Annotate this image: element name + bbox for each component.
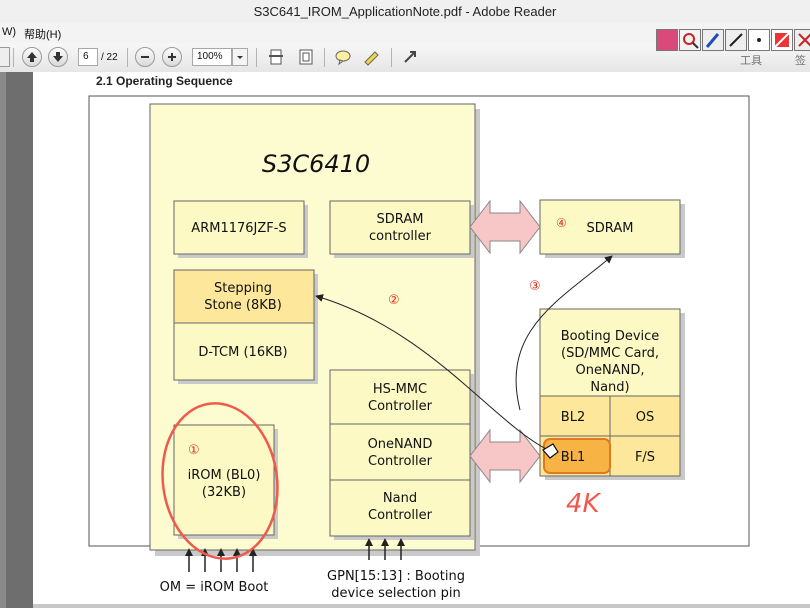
magnifier-icon[interactable] bbox=[679, 29, 701, 51]
sdram-controller-box bbox=[329, 200, 471, 255]
expand-button[interactable] bbox=[400, 47, 420, 67]
zoom-level-input[interactable]: 100% bbox=[192, 48, 232, 66]
step-1-marker: ① bbox=[188, 443, 200, 458]
irom-annotation-circle bbox=[161, 402, 279, 560]
arm-core-label: ARM1176JZF-S bbox=[191, 221, 286, 236]
irom-box bbox=[173, 424, 275, 536]
navigation-pane-edge[interactable] bbox=[0, 72, 6, 608]
bl1-highlight bbox=[543, 438, 611, 474]
handwritten-note: 4K bbox=[566, 489, 602, 519]
stepping-stone-label-2: Stone (8KB) bbox=[204, 298, 282, 313]
dtcm-label: D-TCM (16KB) bbox=[198, 345, 287, 360]
boot-device-bus-arrow bbox=[469, 428, 541, 484]
page-number-input[interactable]: 6 bbox=[78, 48, 98, 66]
fit-page-button[interactable] bbox=[296, 47, 316, 67]
toolbar-divider bbox=[13, 48, 14, 67]
fs-label: F/S bbox=[635, 450, 655, 465]
zoom-in-button[interactable] bbox=[162, 47, 182, 67]
sdram-label: SDRAM bbox=[587, 221, 634, 236]
os-label: OS bbox=[636, 410, 654, 425]
step-2-arrow bbox=[315, 294, 549, 451]
bl1-label: BL1 bbox=[561, 450, 585, 465]
booting-device-label-4: Nand) bbox=[590, 380, 629, 395]
gpn-label-1: GPN[15:13] : Booting bbox=[327, 569, 465, 584]
next-page-button[interactable] bbox=[48, 47, 68, 67]
step-2-marker: ② bbox=[388, 293, 400, 308]
booting-device-label-1: Booting Device bbox=[561, 329, 660, 344]
comment-button[interactable] bbox=[333, 47, 353, 67]
booting-device-label-3: OneNAND, bbox=[576, 363, 645, 378]
menu-bar: W) 帮助(H) bbox=[0, 23, 810, 43]
toolbar-divider bbox=[324, 48, 325, 67]
zoom-dropdown-button[interactable] bbox=[232, 48, 248, 66]
sdram-controller-label-1: SDRAM bbox=[377, 212, 424, 227]
tools-label[interactable]: 工具 bbox=[740, 55, 762, 67]
menu-window[interactable]: W) bbox=[2, 26, 17, 38]
chip-title: S3C6410 bbox=[262, 150, 370, 178]
om-label: OM = iROM Boot bbox=[160, 580, 269, 595]
step-3-marker: ③ bbox=[529, 279, 541, 294]
section-heading: 2.1 Operating Sequence bbox=[96, 74, 233, 88]
plus-icon bbox=[168, 53, 176, 61]
highlight-button[interactable] bbox=[361, 47, 381, 67]
menu-help[interactable]: 帮助(H) bbox=[24, 29, 62, 41]
irom-label-1: iROM (BL0) bbox=[188, 468, 261, 483]
minus-icon bbox=[141, 56, 149, 58]
hsmmc-label-1: HS-MMC bbox=[373, 382, 427, 397]
highlighter-icon bbox=[364, 51, 379, 66]
onenand-label-1: OneNAND bbox=[368, 437, 433, 452]
previous-page-button[interactable] bbox=[22, 47, 42, 67]
gpn-pin-arrowheads bbox=[365, 538, 405, 546]
onenand-label-2: Controller bbox=[368, 454, 433, 469]
sdram-box bbox=[539, 199, 681, 255]
step-4-marker: ④ bbox=[556, 216, 567, 230]
sdram-bus-arrow bbox=[469, 199, 541, 255]
zoom-out-button[interactable] bbox=[135, 47, 155, 67]
fit-width-button[interactable] bbox=[266, 47, 286, 67]
step-3-arrow bbox=[515, 255, 613, 411]
hsmmc-label-2: Controller bbox=[368, 399, 433, 414]
speech-bubble-icon bbox=[335, 50, 351, 66]
pen-icon[interactable] bbox=[702, 29, 724, 51]
bl2-label: BL2 bbox=[561, 410, 585, 425]
stepping-stone-box bbox=[173, 269, 315, 324]
sidebar-toggle-button[interactable] bbox=[0, 47, 10, 67]
nand-label-2: Controller bbox=[368, 508, 433, 523]
nand-label-1: Nand bbox=[383, 491, 417, 506]
color-picker-icon[interactable] bbox=[771, 29, 793, 51]
stepping-stone-label-1: Stepping bbox=[214, 281, 272, 296]
close-capture-icon[interactable] bbox=[794, 29, 810, 51]
om-pin-arrowheads bbox=[185, 548, 257, 556]
toolbar-divider bbox=[127, 48, 128, 67]
boot-controllers-box bbox=[329, 369, 471, 537]
expand-icon bbox=[404, 51, 416, 63]
arrow-down-icon bbox=[53, 52, 63, 62]
os-cell bbox=[609, 395, 681, 437]
gpn-label-2: device selection pin bbox=[331, 586, 461, 601]
toolbar-divider bbox=[391, 48, 392, 67]
booting-device-label-2: (SD/MMC Card, bbox=[561, 346, 659, 361]
arrow-up-icon bbox=[27, 52, 37, 62]
irom-label-2: (32KB) bbox=[202, 485, 246, 500]
capture-tool-icon[interactable] bbox=[656, 29, 678, 51]
arm-core-box bbox=[173, 200, 305, 255]
fit-width-icon bbox=[269, 49, 283, 65]
chevron-down-icon bbox=[237, 56, 243, 59]
sign-label[interactable]: 签 bbox=[795, 55, 806, 67]
window-title: S3C641_IROM_ApplicationNote.pdf - Adobe … bbox=[253, 4, 557, 19]
fit-page-icon bbox=[299, 49, 313, 65]
page-bottom-edge bbox=[33, 604, 810, 608]
dot-icon[interactable] bbox=[748, 29, 770, 51]
line-icon[interactable] bbox=[725, 29, 747, 51]
page-total: / 22 bbox=[101, 52, 118, 63]
mouse-cursor-icon bbox=[542, 443, 559, 459]
toolbar-divider bbox=[256, 48, 257, 67]
sdram-controller-label-2: controller bbox=[369, 229, 432, 244]
